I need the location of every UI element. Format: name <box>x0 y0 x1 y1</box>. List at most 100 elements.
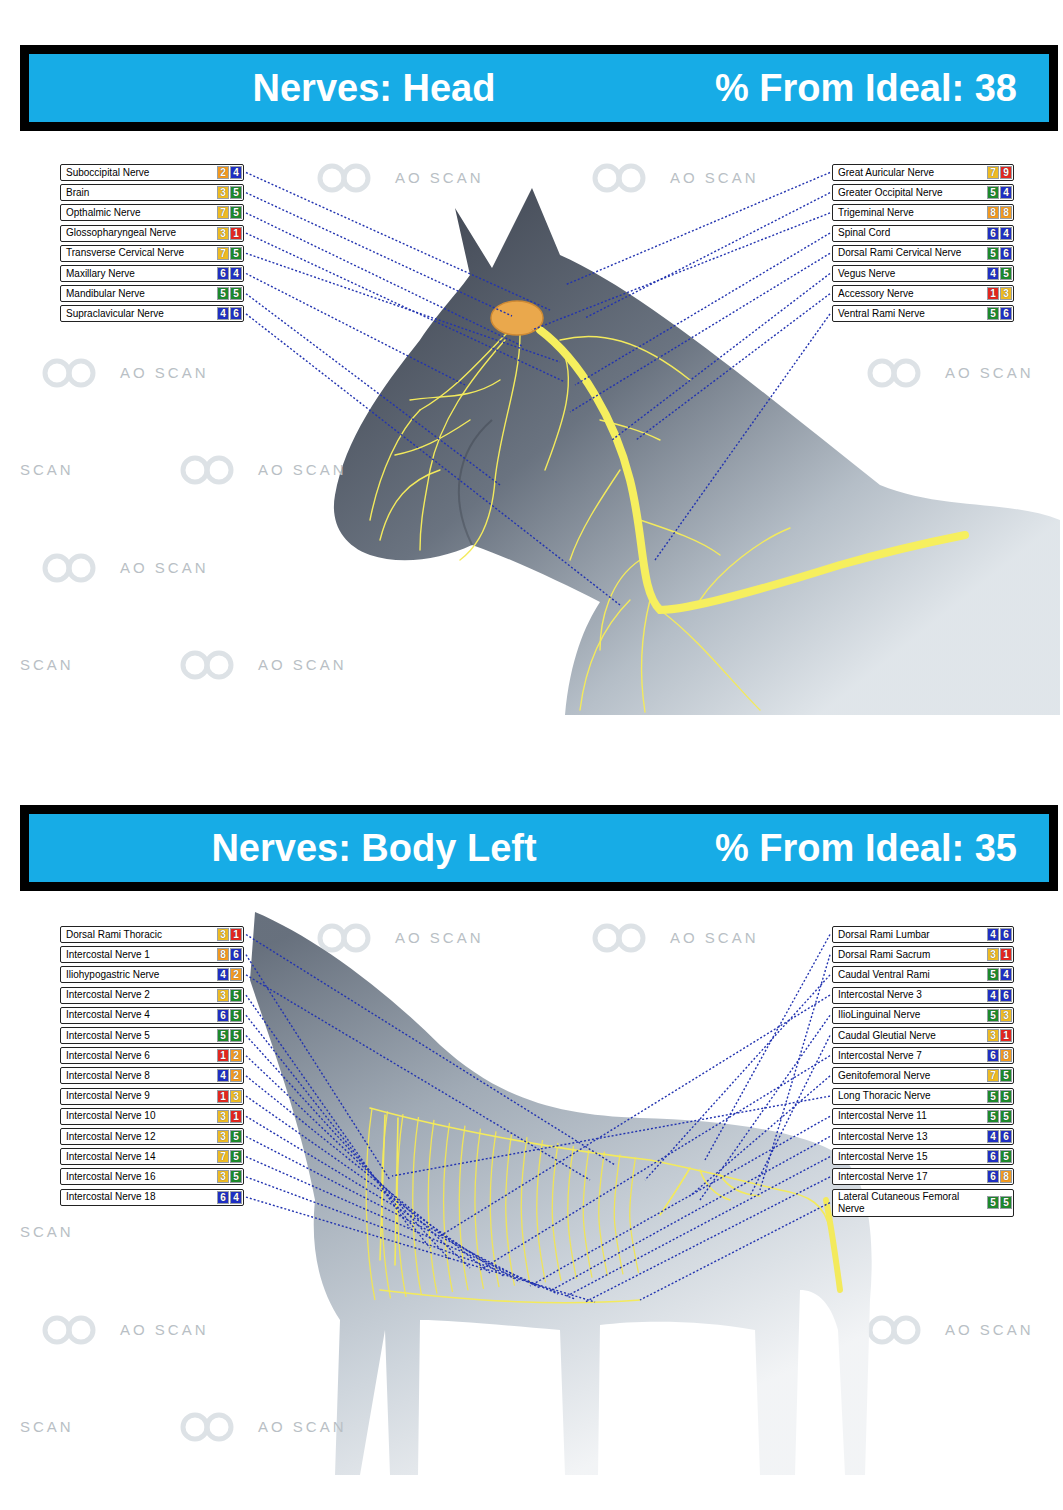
score-badge: 3 <box>230 1090 242 1103</box>
nerve-label: Intercostal Nerve 186 <box>60 946 244 963</box>
nerve-label: Mandibular Nerve55 <box>60 285 244 302</box>
leader-line <box>246 253 560 362</box>
leader-line <box>750 1036 830 1197</box>
horse-body-silhouette <box>250 912 872 1475</box>
score-badge: 2 <box>230 1049 242 1062</box>
score-badge: 4 <box>987 989 999 1002</box>
score-badge: 4 <box>230 1191 242 1204</box>
nerve-label: Caudal Gleutial Nerve31 <box>832 1027 1014 1044</box>
score-badge: 6 <box>217 1191 229 1204</box>
nerve-name: Greater Occipital Nerve <box>838 187 986 199</box>
score-badge: 5 <box>230 1009 242 1022</box>
score-badge: 3 <box>217 1170 229 1183</box>
leader-line <box>246 193 512 316</box>
score-badge: 5 <box>987 1110 999 1123</box>
head-nerves <box>370 330 790 712</box>
rib-nerve <box>568 1146 577 1279</box>
leader-line <box>246 1056 470 1268</box>
score-badge: 3 <box>217 186 229 199</box>
score-badge: 6 <box>1000 989 1012 1002</box>
leader-line <box>530 1116 830 1286</box>
nerve-label: Glossopharyngeal Nerve31 <box>60 225 244 242</box>
nerve-label: Intercostal Nerve 1565 <box>832 1148 1014 1165</box>
nerve-label: Greater Occipital Nerve54 <box>832 184 1014 201</box>
score-badge: 3 <box>987 1029 999 1042</box>
nerve-name: Brain <box>66 187 216 199</box>
rib-nerve <box>382 1111 391 1298</box>
score-badge: 9 <box>1000 166 1012 179</box>
rib-nerve <box>537 1140 546 1282</box>
nerve-label: Supraclavicular Nerve46 <box>60 305 244 322</box>
nerve-name: Caudal Gleutial Nerve <box>838 1030 986 1042</box>
rib-nerve <box>413 1117 422 1295</box>
leader-line <box>700 1015 830 1200</box>
nerve-name: Intercostal Nerve 12 <box>66 1131 216 1143</box>
score-badge: 5 <box>987 1090 999 1103</box>
score-text: % From Ideal: 35 <box>715 827 1017 870</box>
rib-nerve <box>583 1149 592 1278</box>
score-badge: 5 <box>1000 1110 1012 1123</box>
nerve-name: Caudal Ventral Rami <box>838 969 986 981</box>
nerve-label: Vegus Nerve45 <box>832 265 1014 282</box>
watermark: AO SCAN <box>120 364 209 382</box>
score-badge: 5 <box>217 1029 229 1042</box>
score-badge: 4 <box>230 267 242 280</box>
nerve-label: Intercostal Nerve 1235 <box>60 1128 244 1145</box>
rib-nerve <box>366 1108 375 1300</box>
nerve-label: Lateral Cutaneous Femoral Nerve55 <box>832 1189 1014 1217</box>
score-badge: 3 <box>217 1110 229 1123</box>
nerve-name: Iliohypogastric Nerve <box>66 969 216 981</box>
section-title: Nerves: Head <box>174 67 574 110</box>
score-badge: 5 <box>230 1170 242 1183</box>
nerve-label: Dorsal Rami Sacrum31 <box>832 946 1014 963</box>
nerve-label: Opthalmic Nerve75 <box>60 204 244 221</box>
nerve-name: Dorsal Rami Lumbar <box>838 929 986 941</box>
score-badge: 2 <box>230 968 242 981</box>
nerve-name: Ventral Rami Nerve <box>838 308 986 320</box>
score-badge: 5 <box>230 186 242 199</box>
score-badge: 3 <box>1000 1009 1012 1022</box>
score-badge: 1 <box>1000 1029 1012 1042</box>
score-badge: 2 <box>230 1069 242 1082</box>
score-badge: 8 <box>987 206 999 219</box>
score-badge: 7 <box>987 166 999 179</box>
nerve-name: Glossopharyngeal Nerve <box>66 227 216 239</box>
watermark: SCAN <box>20 1418 74 1436</box>
score-badge: 4 <box>987 267 999 280</box>
jaw-line <box>459 420 492 545</box>
score-badge: 2 <box>217 166 229 179</box>
nerve-name: Intercostal Nerve 2 <box>66 989 216 1001</box>
nerve-label: Intercostal Nerve 913 <box>60 1088 244 1105</box>
score-badge: 4 <box>230 166 242 179</box>
score-badge: 1 <box>230 227 242 240</box>
score-badge: 8 <box>217 948 229 961</box>
leader-line <box>392 1096 830 1176</box>
watermark: AO SCAN <box>258 461 347 479</box>
nerve-name: Mandibular Nerve <box>66 288 216 300</box>
leader-line <box>550 1137 830 1292</box>
score-badge: 6 <box>1000 247 1012 260</box>
nerve-label: Ventral Rami Nerve56 <box>832 305 1014 322</box>
rib-nerve <box>506 1134 515 1285</box>
nerve-name: Lateral Cutaneous Femoral Nerve <box>838 1191 986 1215</box>
nerve-name: Intercostal Nerve 11 <box>838 1110 986 1122</box>
nerve-label: Accessory Nerve13 <box>832 285 1014 302</box>
score-badge: 4 <box>1000 968 1012 981</box>
score-badge: 3 <box>217 227 229 240</box>
rib-nerve <box>630 1157 639 1272</box>
nerve-name: Intercostal Nerve 17 <box>838 1171 986 1183</box>
score-badge: 5 <box>987 247 999 260</box>
score-badge: 8 <box>1000 1170 1012 1183</box>
leader-line <box>585 193 830 318</box>
leader-line <box>246 1177 575 1299</box>
leader-line <box>570 253 830 412</box>
nerve-label: Genitofemoral Nerve75 <box>832 1067 1014 1084</box>
score-badge: 3 <box>987 948 999 961</box>
nerve-name: Long Thoracic Nerve <box>838 1090 986 1102</box>
nerve-label: Intercostal Nerve 612 <box>60 1047 244 1064</box>
score-badge: 7 <box>217 247 229 260</box>
nerve-name: Maxillary Nerve <box>66 268 216 280</box>
nerve-label: Intercostal Nerve 1155 <box>832 1108 1014 1125</box>
nerve-name: Suboccipital Nerve <box>66 167 216 179</box>
